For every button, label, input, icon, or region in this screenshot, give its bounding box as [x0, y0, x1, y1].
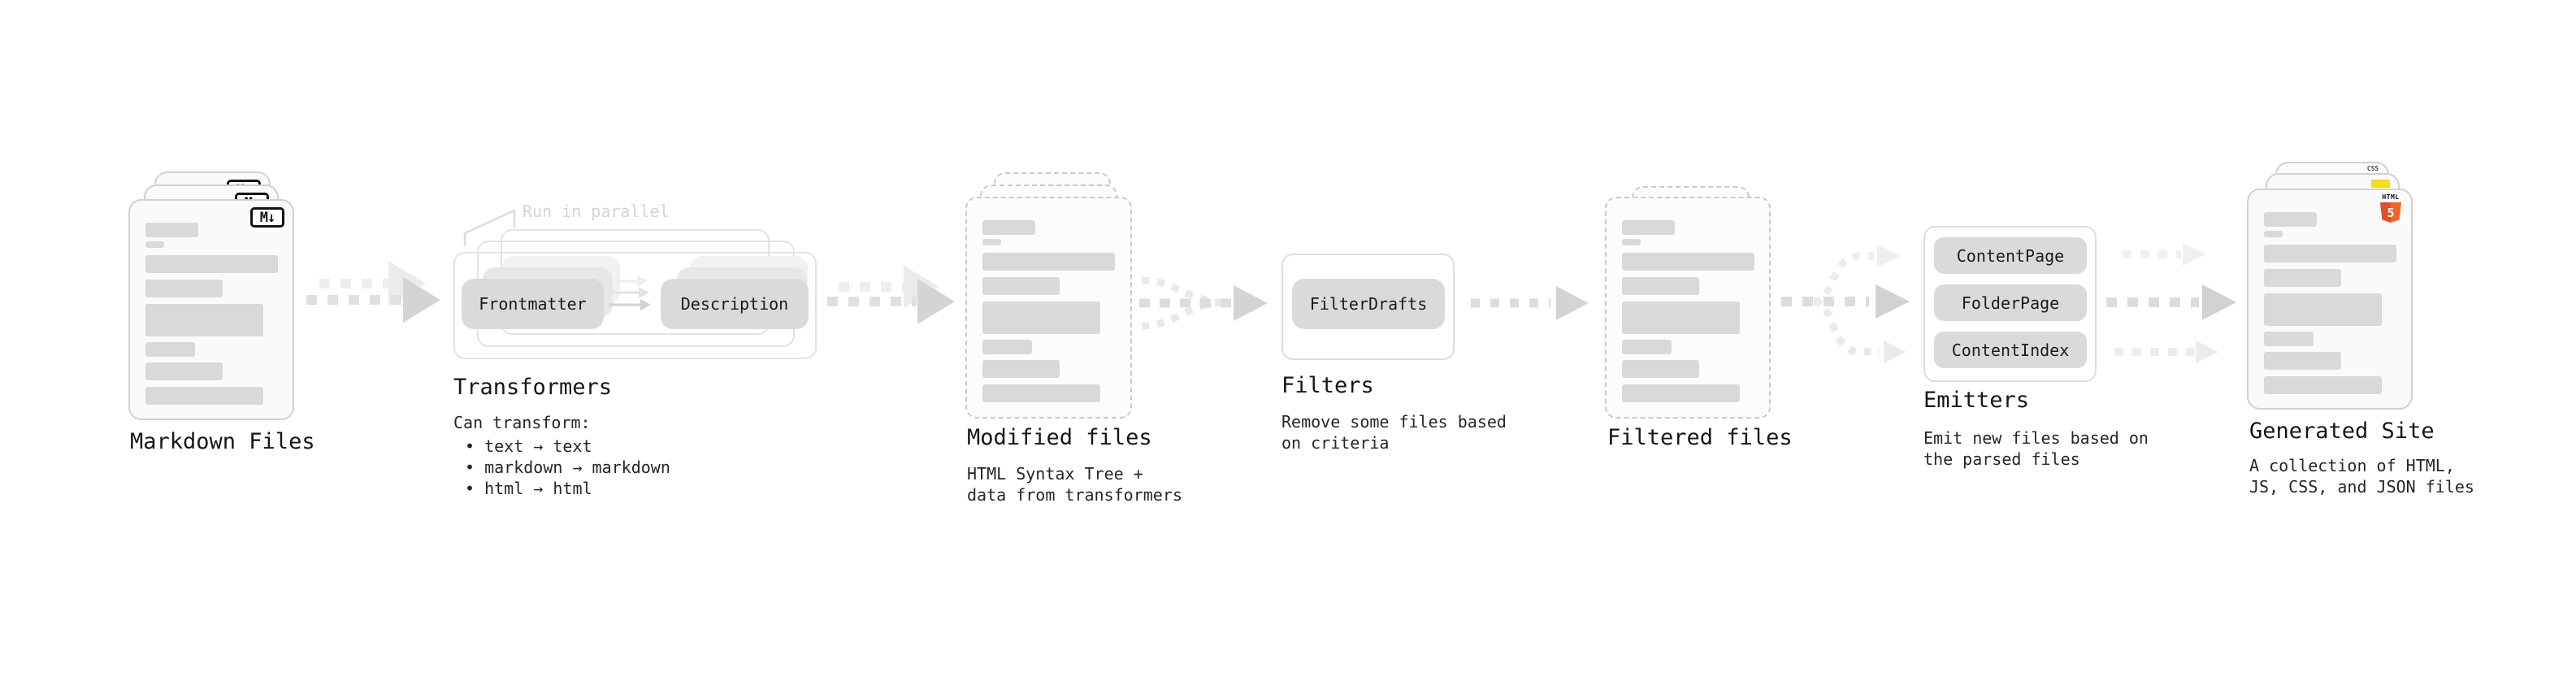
- modified-files-label: Modified files: [967, 425, 1152, 450]
- placeholder-text-bar: [145, 280, 223, 297]
- placeholder-text-bar: [982, 384, 1100, 402]
- placeholder-text-bar: [2264, 376, 2382, 394]
- markdown-icon: M↓: [250, 207, 284, 228]
- placeholder-text-bar: [982, 340, 1032, 354]
- html5-icon-label: HTML: [2382, 193, 2400, 201]
- contentindex-pill: ContentIndex: [1934, 332, 2087, 368]
- placeholder-text-bar: [982, 301, 1100, 334]
- generated-site-desc-line: JS, CSS, and JSON files: [2249, 477, 2474, 497]
- frontmatter-pill: Frontmatter: [462, 279, 604, 329]
- placeholder-text-bar: [145, 304, 263, 336]
- placeholder-text-bar: [145, 223, 198, 237]
- placeholder-text-bar: [145, 255, 278, 273]
- emitters-desc-line: the parsed files: [1923, 449, 2080, 469]
- generated-site-desc-line: A collection of HTML,: [2249, 456, 2455, 475]
- placeholder-text-bar: [1622, 384, 1740, 402]
- filtered-file-card-front: [1605, 197, 1771, 419]
- filterdrafts-pill: FilterDrafts: [1292, 279, 1445, 329]
- placeholder-text-bar: [2264, 245, 2396, 262]
- transformer-box-front: [453, 252, 817, 359]
- html5-icon-number: 5: [2387, 205, 2395, 220]
- javascript-icon: [2371, 180, 2390, 188]
- html5-icon: HTML 5: [2380, 193, 2401, 223]
- placeholder-text-bar: [2264, 212, 2317, 227]
- filters-desc-line: Remove some files based: [1281, 412, 1507, 432]
- placeholder-text-bar: [1622, 340, 1672, 354]
- arrow-markdown-to-transformers: [306, 261, 440, 323]
- generated-site-label: Generated Site: [2249, 419, 2435, 444]
- placeholder-text-bar: [2264, 293, 2382, 326]
- placeholder-text-bar: [2264, 332, 2314, 346]
- transformers-desc-title: Can transform:: [453, 413, 591, 432]
- placeholder-text-bar: [982, 360, 1060, 378]
- placeholder-text-bar: [2264, 269, 2341, 287]
- filtered-files-label: Filtered files: [1607, 425, 1793, 450]
- placeholder-text-bar: [982, 220, 1035, 235]
- arrow-modified-to-filters: [1139, 276, 1268, 330]
- placeholder-text-bar: [145, 342, 195, 357]
- placeholder-text-bar: [982, 277, 1060, 295]
- css-icon-label: CSS: [2366, 165, 2379, 172]
- modified-file-card-front: [965, 197, 1132, 419]
- transformers-label: Transformers: [453, 375, 613, 400]
- emitters-box: [1923, 226, 2097, 382]
- emitters-label: Emitters: [1923, 388, 2030, 413]
- filters-box: [1281, 254, 1455, 360]
- description-pill: Description: [661, 279, 809, 329]
- placeholder-text-bar: [2264, 231, 2283, 237]
- generated-html-file-card: HTML 5: [2247, 189, 2413, 410]
- transformers-bullet: • markdown → markdown: [465, 458, 670, 477]
- arrow-emitters-to-generated: [2106, 243, 2236, 363]
- arrow-filters-to-filtered: [1471, 286, 1589, 320]
- arrow-transformers-to-modified: [827, 266, 955, 324]
- filters-desc-line: on criteria: [1281, 433, 1390, 453]
- placeholder-text-bar: [1622, 301, 1740, 334]
- transformers-bullet: • html → html: [465, 479, 592, 498]
- placeholder-text-bar: [145, 387, 263, 405]
- transformers-bullet: • text → text: [465, 436, 592, 456]
- filters-label: Filters: [1281, 373, 1374, 398]
- arrow-filtered-to-emitters: [1781, 245, 1910, 363]
- placeholder-text-bar: [2264, 352, 2341, 370]
- placeholder-text-bar: [982, 239, 1001, 245]
- placeholder-text-bar: [145, 362, 223, 380]
- placeholder-text-bar: [145, 241, 164, 248]
- placeholder-text-bar: [1622, 239, 1641, 245]
- markdown-file-card-front: M↓: [128, 199, 294, 420]
- run-in-parallel-note: Run in parallel: [523, 202, 670, 221]
- placeholder-text-bar: [1622, 277, 1699, 295]
- modified-files-desc-line: HTML Syntax Tree +: [967, 464, 1143, 484]
- placeholder-text-bar: [1622, 360, 1699, 378]
- placeholder-text-bar: [1622, 220, 1675, 235]
- folderpage-pill: FolderPage: [1934, 284, 2087, 321]
- emitters-desc-line: Emit new files based on: [1923, 428, 2149, 448]
- html5-icon-shield: 5: [2380, 202, 2401, 223]
- contentpage-pill: ContentPage: [1934, 237, 2087, 274]
- placeholder-text-bar: [1622, 253, 1754, 271]
- placeholder-text-bar: [982, 253, 1115, 271]
- markdown-files-label: Markdown Files: [130, 429, 315, 454]
- modified-files-desc-line: data from transformers: [967, 485, 1182, 505]
